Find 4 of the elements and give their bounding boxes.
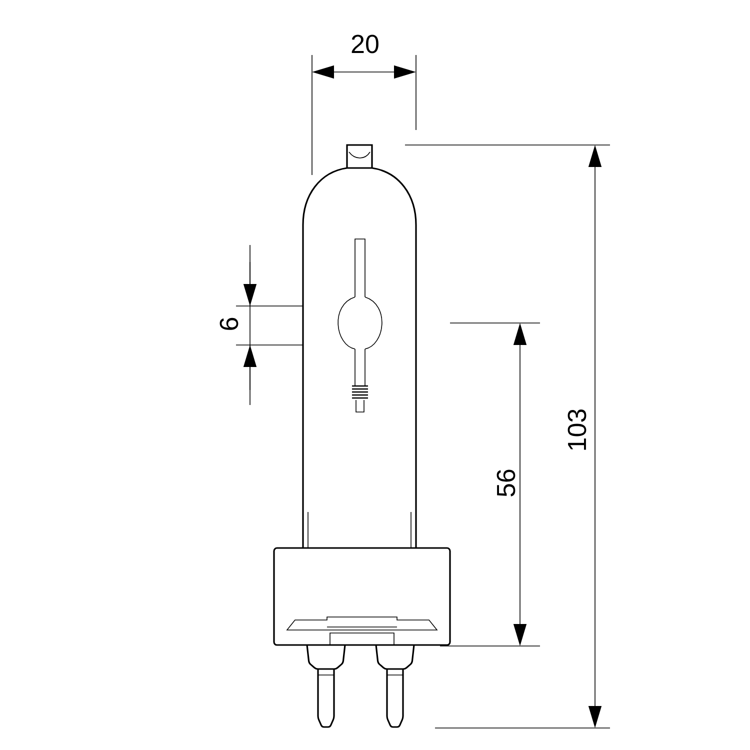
dimension-label: 6 [220, 318, 238, 330]
dimension-label: 103 [568, 409, 586, 450]
dimension-label: 56 [496, 470, 516, 496]
dimension-label: 20 [352, 34, 378, 54]
